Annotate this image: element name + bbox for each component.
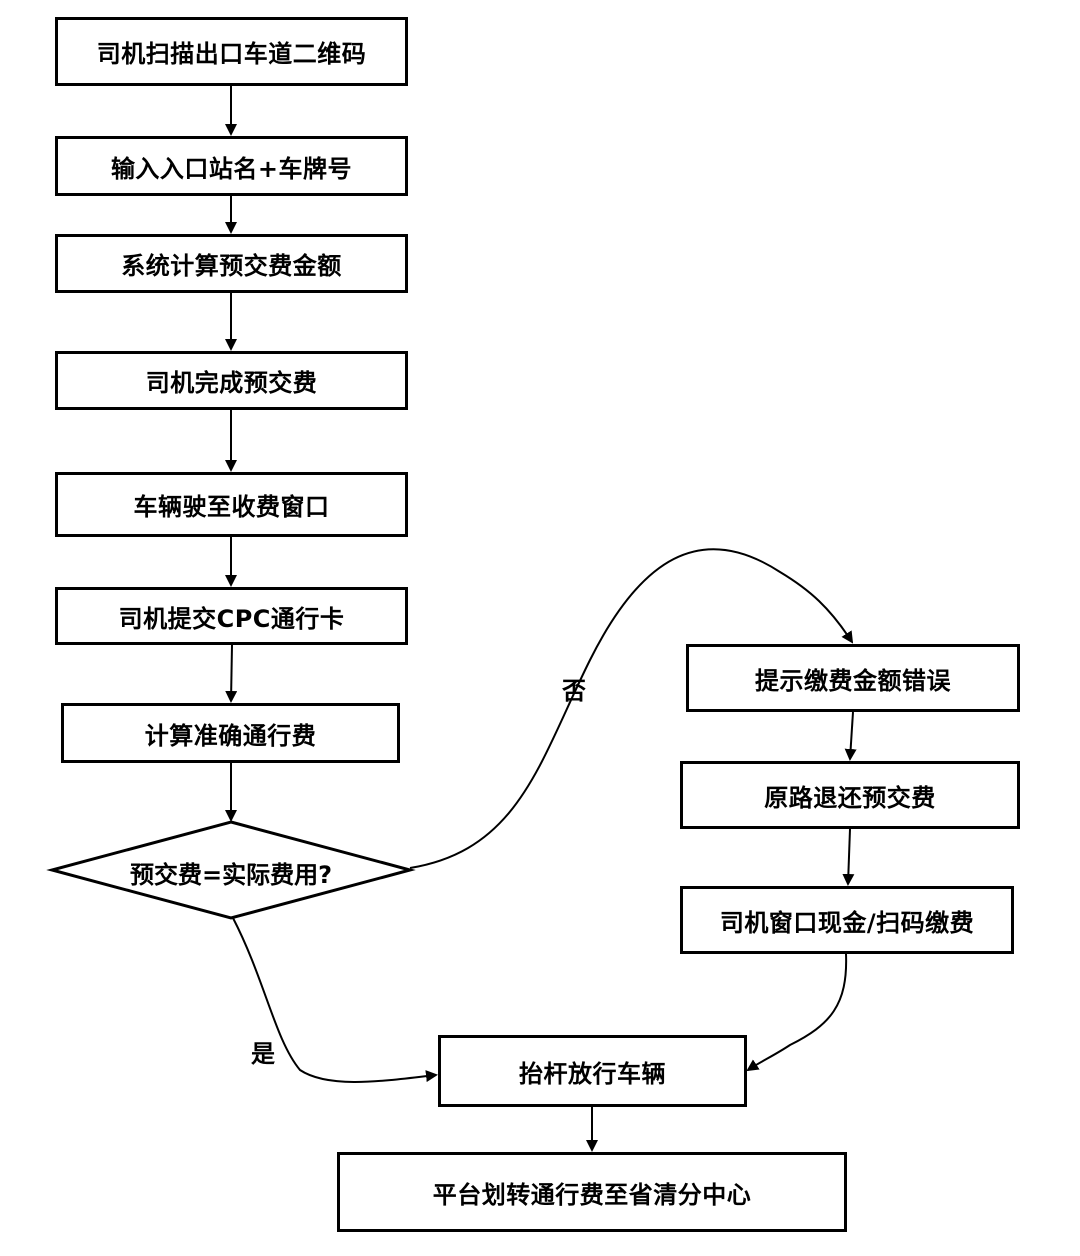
decision-diamond — [46, 820, 416, 920]
step-window-pay: 司机窗口现金/扫码缴费 — [680, 886, 1014, 954]
step-release-label: 抬杆放行车辆 — [519, 1059, 666, 1088]
branch-label-yes: 是 — [251, 1040, 275, 1068]
step-scan-qr: 司机扫描出口车道二维码 — [55, 17, 408, 86]
step-calc-exact-label: 计算准确通行费 — [144, 721, 317, 750]
step-refund: 原路退还预交费 — [680, 761, 1020, 829]
step-complete-prepay-label: 司机完成预交费 — [145, 369, 318, 397]
step-submit-cpc-label: 司机提交CPC通行卡 — [118, 604, 345, 633]
step-error-prompt-label: 提示缴费金额错误 — [755, 666, 951, 695]
step-drive-to-window: 车辆驶至收费窗口 — [55, 472, 408, 537]
arrow-decision-yes — [232, 917, 438, 1083]
step-error-prompt: 提示缴费金额错误 — [686, 644, 1020, 712]
step-complete-prepay: 司机完成预交费 — [55, 351, 408, 410]
step-calc-exact: 计算准确通行费 — [61, 703, 400, 763]
step-calc-prepay-label: 系统计算预交费金额 — [121, 252, 342, 280]
step-release: 抬杆放行车辆 — [438, 1035, 747, 1107]
arrow-error-to-refund — [844, 711, 857, 761]
step-scan-qr-label: 司机扫描出口车道二维码 — [96, 40, 367, 68]
branch-label-no: 否 — [562, 677, 586, 705]
step-transfer-label: 平台划转通行费至省清分中心 — [432, 1180, 752, 1209]
decision-label: 预交费=实际费用? — [129, 861, 333, 889]
arrow-decision-no — [409, 548, 854, 869]
step-refund-label: 原路退还预交费 — [764, 783, 936, 812]
step-input-entry: 输入入口站名+车牌号 — [55, 136, 408, 196]
step-input-entry-label: 输入入口站名+车牌号 — [110, 154, 353, 183]
step-calc-prepay: 系统计算预交费金额 — [55, 234, 408, 293]
step-submit-cpc: 司机提交CPC通行卡 — [55, 587, 408, 645]
arrow-pay-to-release — [746, 953, 848, 1072]
arrow-refund-to-pay — [842, 828, 855, 886]
step-drive-to-window-label: 车辆驶至收费窗口 — [133, 493, 330, 521]
step-window-pay-label: 司机窗口现金/扫码缴费 — [719, 908, 975, 937]
step-transfer: 平台划转通行费至省清分中心 — [337, 1152, 847, 1232]
arrow-submit-to-exact — [225, 644, 238, 703]
